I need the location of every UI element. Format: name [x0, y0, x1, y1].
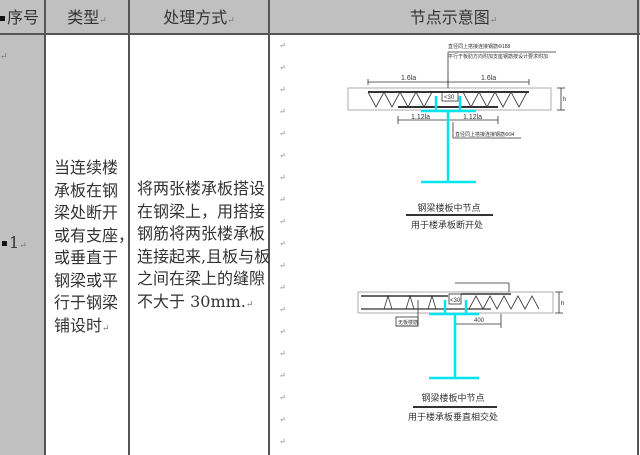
paragraph-mark: ↵ [279, 217, 286, 226]
height-label: h [563, 97, 566, 103]
column-divider [128, 0, 130, 455]
header-number: 序号↵ [0, 8, 40, 62]
dim-top-left: 1.6la [401, 75, 416, 82]
diagram-slab-break [347, 51, 565, 216]
paragraph-mark: ↵ [279, 305, 286, 314]
paragraph-mark: ↵ [279, 437, 286, 446]
paragraph-mark: ↵ [279, 129, 286, 138]
note-no-rebar: 无板楼筋 [398, 319, 418, 326]
note-top2: 平行于板肋方向附加支座钢筋按设计要求附加 [448, 53, 548, 60]
paragraph-marks: ↵ ↵ ↵ ↵ ↵ ↵ ↵ ↵ ↵ ↵ ↵ ↵ ↵ ↵ ↵ ↵ ↵ ↵ ↵ [279, 41, 286, 446]
number-column-cell [0, 35, 45, 455]
row-number: 1↵ [2, 232, 27, 258]
steel-beam-2 [429, 300, 479, 380]
column-divider [268, 0, 270, 455]
paragraph-mark: ↵ [279, 283, 286, 292]
note-top1: 直径同上搭接连接钢筋Φ188 [448, 43, 511, 50]
gap-label-2: <30 [450, 298, 461, 304]
dim-bottom-right: 1.12la [463, 114, 482, 121]
header-type: 类型↵ [67, 8, 107, 27]
height-label-2: h [561, 301, 564, 307]
diagram-perpendicular [357, 282, 563, 408]
column-divider [44, 0, 46, 455]
diagram2-subtitle: 用于楼承板垂直相交处 [408, 411, 498, 422]
paragraph-mark: ↵ [279, 173, 286, 182]
dim-400: 400 [474, 318, 485, 324]
paragraph-mark: ↵ [279, 151, 286, 160]
node-diagram: ↵ ↵ ↵ ↵ ↵ ↵ ↵ ↵ ↵ ↵ ↵ ↵ ↵ ↵ ↵ ↵ ↵ ↵ ↵ 直径同上搭接连接钢筋Φ188 平行于板肋… [279, 41, 566, 446]
table-header-row [0, 0, 640, 35]
paragraph-mark: ↵ [279, 371, 286, 380]
diagram1-title: 钢梁楼板中节点 [417, 202, 480, 213]
paragraph-mark: ↵ [279, 349, 286, 358]
steel-beam-1 [421, 96, 476, 184]
note-bottom: 直径同上搭接连接钢筋Φ94 [455, 131, 515, 138]
paragraph-mark: ↵ [279, 195, 286, 204]
paragraph-mark: ↵ [279, 239, 286, 248]
method-text: 将两张楼承板搭设在钢梁上，用搭接钢筋将两张楼承板连接起来,且板与板之间在梁上的缝… [137, 179, 271, 311]
column-divider [637, 0, 639, 455]
paragraph-mark: ↵ [279, 327, 286, 336]
paragraph-mark: ↵ [279, 63, 286, 72]
paragraph-mark: ↵ [279, 85, 286, 94]
paragraph-mark: ↵ [279, 261, 286, 270]
paragraph-mark: ↵ [279, 415, 286, 424]
diagram2-title: 钢梁楼板中节点 [421, 392, 484, 403]
diagram1-subtitle: 用于楼承板断开处 [411, 219, 483, 230]
paragraph-mark: ↵ [279, 41, 286, 50]
paragraph-mark: ↵ [279, 107, 286, 116]
type-text: 当连续楼承板在钢梁处断开或有支座，或垂直于钢梁或平行于钢梁铺设时↵ [54, 158, 135, 335]
header-diagram: 节点示意图↵ [409, 8, 498, 27]
dim-top-right: 1.6la [481, 75, 496, 82]
header-method: 处理方式↵ [163, 8, 235, 27]
paragraph-mark: ↵ [279, 393, 286, 402]
dim-bottom-left: 1.12la [411, 114, 430, 121]
gap-label: <30 [444, 95, 455, 101]
